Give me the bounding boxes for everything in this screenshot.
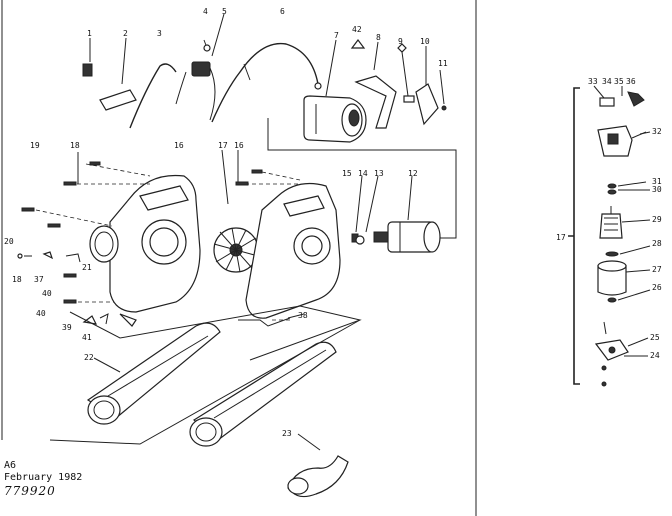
- part-7-motor-housing: [303, 39, 367, 143]
- part-2-label-plate: [99, 37, 137, 111]
- part-29-armature: [599, 206, 623, 239]
- footer-model-code: A6: [4, 460, 17, 471]
- part-26-washer: [607, 297, 617, 303]
- callout-40-upper: 40: [42, 289, 52, 298]
- callout-6: 6: [280, 7, 285, 16]
- callout-38: 38: [298, 311, 308, 320]
- callout-36: 36: [626, 77, 636, 86]
- part-15-housing-left: [109, 174, 201, 313]
- part-32-brush-plate: [597, 125, 647, 157]
- callout-40-lower: 40: [36, 309, 46, 318]
- callout-30: 30: [652, 185, 662, 194]
- callout-1: 1: [87, 29, 92, 38]
- callout-7: 7: [334, 31, 339, 40]
- callout-26: 26: [652, 283, 662, 292]
- part-3-cord: [129, 63, 177, 129]
- callout-2: 2: [123, 29, 128, 38]
- callout-4: 4: [203, 7, 208, 16]
- part-4-5-switch: [175, 13, 225, 121]
- part-8-brush-holder: [354, 41, 397, 129]
- callout-28: 28: [652, 239, 662, 248]
- callout-3: 3: [157, 29, 162, 38]
- bottom-leader-bracket: [69, 305, 362, 361]
- part-31-30-washers: [607, 181, 647, 195]
- callout-9: 9: [398, 37, 403, 46]
- callout-15: 15: [342, 169, 352, 178]
- callout-18-top: 18: [70, 141, 80, 150]
- part-23-nozzle: [287, 433, 349, 498]
- callout-11: 11: [438, 59, 448, 68]
- callout-13: 13: [374, 169, 384, 178]
- callout-17-fan: 17: [218, 141, 228, 150]
- callout-31: 31: [652, 177, 662, 186]
- callout-16-left: 16: [174, 141, 184, 150]
- footer-handwritten-number: 779920: [4, 484, 56, 498]
- callout-42: 42: [352, 25, 362, 34]
- callout-5: 5: [222, 7, 227, 16]
- part-12-motor-armature: [373, 175, 441, 253]
- part-22-tube-left: [86, 322, 221, 425]
- part-15-housing-right: [245, 183, 341, 319]
- callout-29: 29: [652, 215, 662, 224]
- motor-leader-bracket: [267, 118, 457, 239]
- callout-21: 21: [82, 263, 92, 272]
- part-19-screws-top: [63, 152, 151, 186]
- callout-18-bottom: 18: [12, 275, 22, 284]
- callout-12: 12: [408, 169, 418, 178]
- callout-33: 33: [588, 77, 598, 86]
- callout-14: 14: [358, 169, 368, 178]
- part-18-37-21-small-parts: [17, 251, 81, 263]
- callout-39: 39: [62, 323, 72, 332]
- part-16-screws: [235, 150, 301, 186]
- part-tube-right: [189, 341, 337, 447]
- part-39-41-clips: [82, 313, 137, 327]
- callout-23: 23: [282, 429, 292, 438]
- callout-8: 8: [376, 33, 381, 42]
- callout-19: 19: [30, 141, 40, 150]
- leader-lines: [93, 131, 651, 373]
- callout-17-assembly: 17: [556, 233, 566, 242]
- part-42-bracket: [350, 39, 366, 49]
- callout-32: 32: [652, 127, 662, 136]
- callout-25: 25: [650, 333, 660, 342]
- part-6-wire-lead: [211, 42, 322, 123]
- callout-20: 20: [4, 237, 14, 246]
- part-20-impeller-plate: [89, 225, 119, 263]
- callout-41: 41: [82, 333, 92, 342]
- assembly-17-bracket: [568, 87, 580, 385]
- part-33-36-top-hardware: [593, 85, 645, 107]
- screws-left: [21, 207, 114, 304]
- part-17-fan-impeller: [213, 149, 259, 273]
- callout-34: 34: [602, 77, 612, 86]
- part-25-24-end-bracket: [594, 321, 629, 387]
- callout-labels: 1 2 3 4 5 6 7 42 8 9 10 11 19 18 16 17 1…: [4, 7, 662, 438]
- callout-10: 10: [420, 37, 430, 46]
- part-38-strap: [238, 317, 291, 327]
- callout-35: 35: [614, 77, 624, 86]
- callout-22: 22: [84, 353, 94, 362]
- callout-24: 24: [650, 351, 660, 360]
- footer-date: February 1982: [4, 472, 83, 483]
- part-9-10-11-hardware: [397, 43, 447, 126]
- part-28-spring: [605, 251, 619, 257]
- callout-37: 37: [34, 275, 44, 284]
- callout-27: 27: [652, 265, 662, 274]
- part-1-clip: [82, 38, 93, 77]
- callout-16-right: 16: [234, 141, 244, 150]
- part-27-field-cup: [597, 260, 627, 296]
- tube-leader-bracket: [49, 319, 361, 445]
- part-14-13-washers: [351, 175, 379, 245]
